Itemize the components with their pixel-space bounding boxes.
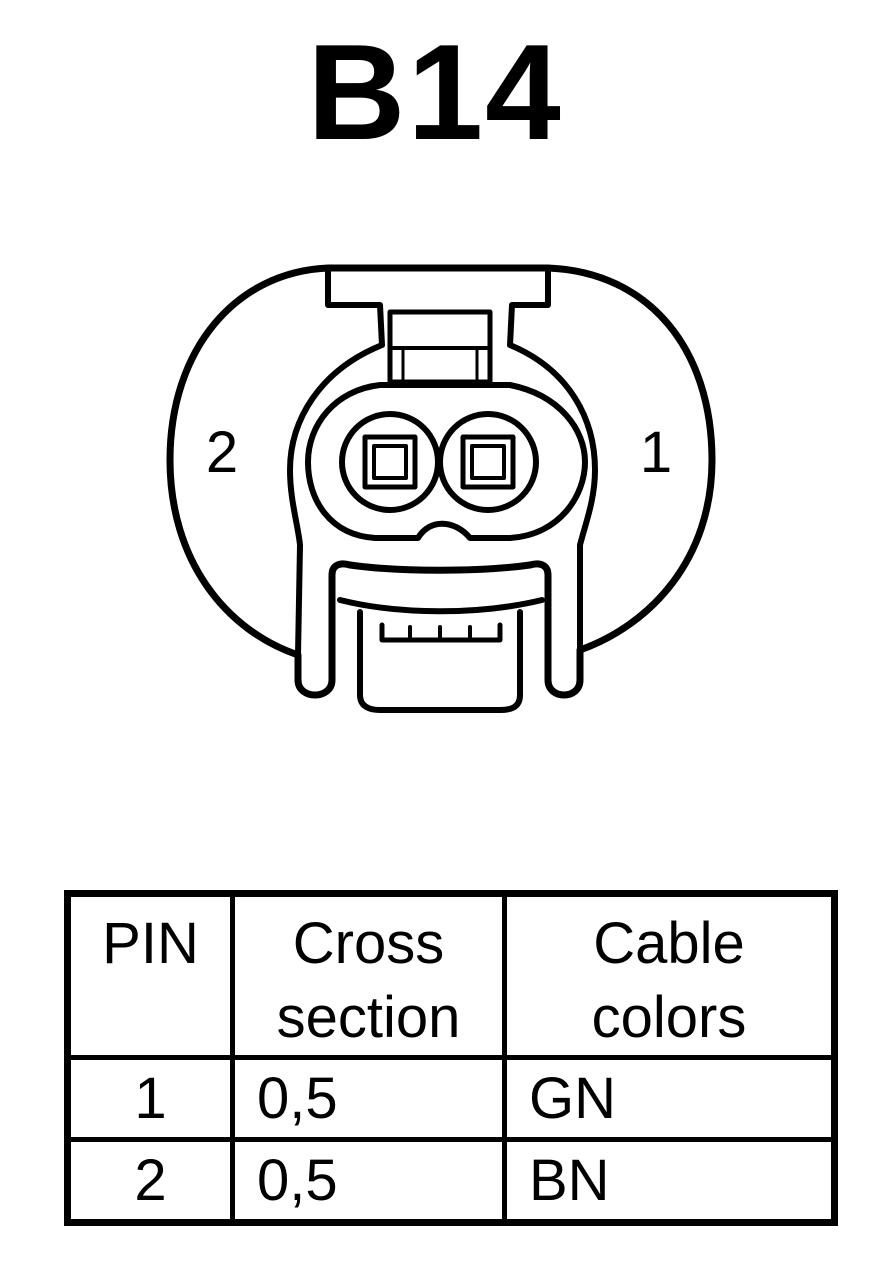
header-cross-section-line-1: Cross	[292, 911, 445, 976]
connector-title: B14	[307, 16, 563, 168]
cell-cross-section: 0,5	[230, 1055, 507, 1142]
header-cable-colors-line-2: colors	[591, 985, 747, 1050]
housing-outline	[166, 264, 716, 699]
cell-pin: 1	[65, 1055, 235, 1142]
header-cross-section-line-2: section	[276, 985, 461, 1050]
pin-assignment-table: PIN Cross section Cable colors 1 0,5 GN …	[64, 890, 838, 1226]
header-cross-section: Cross section	[230, 891, 507, 1060]
pin-2-contact	[362, 434, 418, 490]
cell-cable-color: BN	[502, 1137, 837, 1225]
connector-diagram: 2 1	[166, 264, 716, 713]
pin-1-socket	[437, 411, 539, 513]
pin-2-socket	[339, 411, 441, 513]
cell-cable-color: GN	[502, 1055, 837, 1142]
cell-pin: 2	[65, 1137, 235, 1225]
header-pin-label: PIN	[102, 911, 199, 976]
pin-chamber	[305, 382, 588, 541]
header-cable-colors-line-1: Cable	[593, 911, 745, 976]
inner-housing	[287, 267, 598, 658]
header-cable-colors: Cable colors	[502, 891, 837, 1060]
table-header-row: PIN Cross section Cable colors	[65, 891, 837, 1060]
pin-1-contact	[460, 434, 516, 490]
table-row: 1 0,5 GN	[65, 1055, 837, 1142]
cell-cross-section: 0,5	[230, 1137, 507, 1225]
pin-label-right: 1	[640, 420, 672, 485]
lower-latch	[337, 597, 545, 615]
table-row: 2 0,5 BN	[65, 1137, 837, 1225]
header-pin: PIN	[65, 891, 235, 1060]
pin-label-left: 2	[206, 420, 238, 485]
